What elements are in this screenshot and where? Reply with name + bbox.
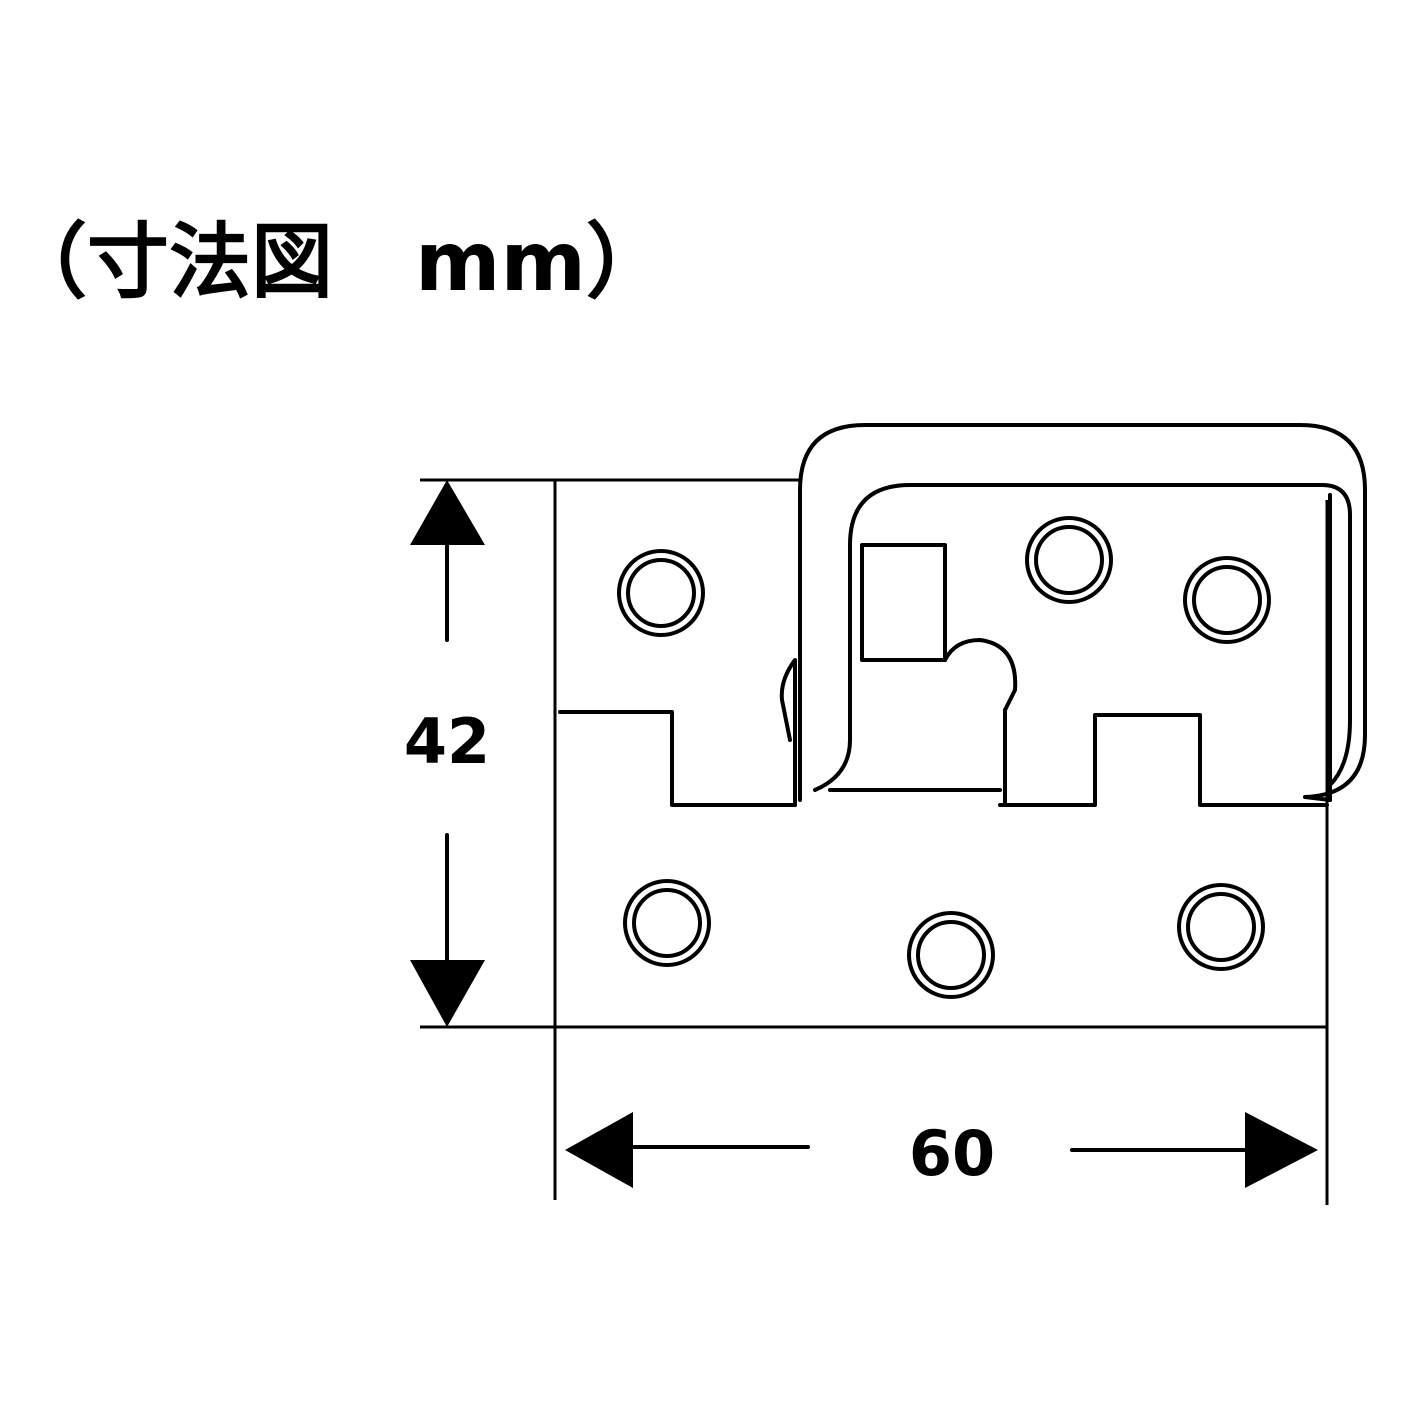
hinge-handle: [798, 423, 1367, 802]
width-label: 60: [909, 1117, 995, 1190]
screw-hole-icon: [617, 549, 705, 637]
arrow-right-icon: [1245, 1112, 1318, 1188]
screw-holes: [617, 516, 1271, 999]
screw-hole-icon: [1183, 556, 1271, 644]
arrow-down-icon: [410, 960, 485, 1027]
drawing-title: （寸法図 mm）: [5, 215, 668, 310]
width-dimension: [565, 1112, 1318, 1188]
height-label: 42: [404, 705, 490, 778]
screw-hole-icon: [907, 911, 995, 999]
extension-lines: [420, 478, 1329, 1205]
arrow-up-icon: [410, 480, 485, 545]
screw-hole-icon: [623, 879, 711, 967]
height-dimension: [410, 480, 485, 1027]
hinge-body: [558, 543, 1329, 807]
screw-hole-icon: [1177, 883, 1265, 971]
arrow-left-icon: [565, 1112, 633, 1188]
screw-hole-icon: [1025, 516, 1113, 604]
